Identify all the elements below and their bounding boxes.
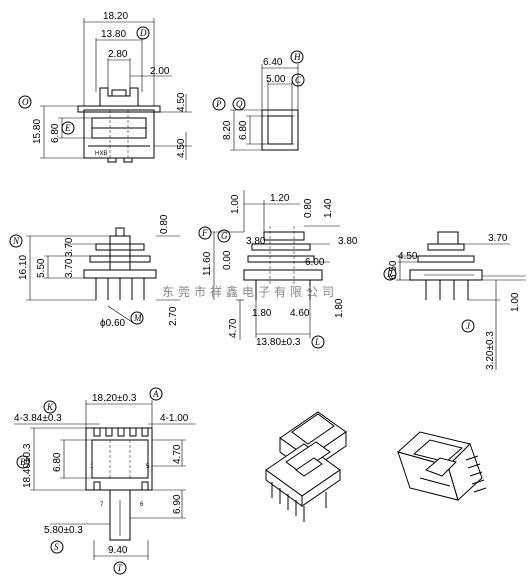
front-view: HXB 18.20 13.80 2.80 2.00 15.80 6.80 4.5… — [18, 11, 192, 163]
bottom-view: 1 5 7 6 18.20±0.3 4-3.84±0.3 4-1.00 18.4… — [14, 387, 196, 575]
dim-5-50: 5.50 — [36, 258, 47, 278]
dim-4-1-00: 4-1.00 — [160, 413, 189, 424]
dim-16-10: 16.10 — [18, 255, 29, 280]
callout-c: C — [295, 75, 302, 85]
dim-5-80-tol: 5.80±0.3 — [44, 525, 83, 536]
pin-number-7: 7 — [100, 502, 104, 508]
pin-number-5: 5 — [146, 464, 150, 470]
dim-6-40: 6.40 — [263, 57, 283, 68]
callout-r: R — [386, 269, 393, 279]
dim-1-00-right: 1.00 — [510, 292, 521, 312]
dim-0-00: 0.00 — [222, 250, 233, 270]
mid-left-view: 16.10 5.50 3.70 3.70 0.80 ϕ0.60 2.70 N M — [9, 214, 180, 329]
callout-s: S — [54, 542, 59, 552]
callout-g: G — [221, 231, 228, 241]
isometric-view-back — [396, 431, 487, 501]
dim-0-80-left: 0.80 — [159, 214, 170, 234]
side-view: 6.40 5.00 8.20 6.80 H C P Q — [212, 50, 305, 151]
dim-9-40: 9.40 — [108, 545, 128, 556]
dim-6-00: 6.00 — [305, 257, 325, 268]
callout-d: D — [139, 28, 147, 38]
callout-n: N — [12, 236, 20, 246]
dim-4-70-bottom: 4.70 — [172, 444, 183, 464]
dim-0-80-center: 0.80 — [303, 198, 314, 218]
dim-1-20: 1.20 — [270, 193, 290, 204]
dim-1-40: 1.40 — [323, 198, 334, 218]
dim-3-70-upper: 3.70 — [64, 237, 75, 257]
dim-2-70: 2.70 — [168, 306, 179, 326]
dim-3-20-tol: 3.20±0.3 — [485, 331, 496, 370]
dim-3-70-lower: 3.70 — [64, 258, 75, 278]
callout-p: P — [215, 99, 222, 109]
callout-q: Q — [236, 99, 243, 109]
dim-6-80-side: 6.80 — [238, 120, 249, 140]
dim-4-50-lower: 4.50 — [176, 138, 187, 158]
dim-18-20-tol: 18.20±0.3 — [92, 393, 137, 404]
dim-4-70-center: 4.70 — [228, 318, 239, 338]
dim-3-80-outer: 3.80 — [338, 236, 358, 247]
dim-phi-0-60: ϕ0.60 — [100, 318, 126, 329]
mid-right-view: 3.70 4.50 6.50 1.00 3.20±0.3 R J — [383, 231, 526, 370]
callout-t: T — [117, 563, 123, 573]
dim-4-50-right: 4.50 — [398, 251, 418, 262]
dim-3-70-right: 3.70 — [488, 233, 508, 244]
dim-5-00: 5.00 — [266, 74, 286, 85]
dim-15-80: 15.80 — [32, 119, 43, 144]
dim-1-80-left: 1.80 — [252, 308, 272, 319]
dim-11-60: 11.60 — [202, 251, 213, 276]
dim-6-90: 6.90 — [172, 494, 183, 514]
callout-j: J — [466, 321, 471, 331]
dim-1-80-right: 1.80 — [334, 298, 345, 318]
pin-number-1: 1 — [90, 464, 94, 470]
callout-a: A — [152, 389, 159, 399]
callout-h: H — [293, 52, 301, 62]
dim-1-00-center: 1.00 — [230, 194, 241, 214]
dim-2-00: 2.00 — [150, 66, 170, 77]
dim-18-20-top: 18.20 — [103, 11, 128, 22]
pin-number-6: 6 — [140, 502, 144, 508]
part-code-label: HXB — [95, 151, 107, 157]
dim-2-80: 2.80 — [108, 49, 128, 60]
dim-6-50: 6.50 — [388, 260, 399, 280]
dim-6-80-bottom: 6.80 — [52, 452, 63, 472]
dim-4-50-upper: 4.50 — [176, 92, 187, 112]
dim-4-3-84: 4-3.84±0.3 — [14, 413, 62, 424]
callout-k: K — [46, 402, 54, 412]
dim-3-80-inner: 3.80 — [246, 236, 266, 247]
dim-13-80: 13.80 — [101, 29, 126, 40]
dim-13-80-tol: 13.80±0.3 — [256, 337, 301, 348]
callout-f: F — [201, 228, 208, 238]
callout-e: E — [64, 123, 71, 133]
callout-l: L — [314, 337, 320, 347]
callout-o: O — [22, 97, 29, 107]
callout-m: M — [133, 313, 142, 323]
callout-b: B — [20, 457, 26, 467]
dim-6-80: 6.80 — [50, 123, 61, 143]
isometric-view-front — [265, 411, 347, 522]
dim-8-20: 8.20 — [222, 120, 233, 140]
watermark-text: 东莞市祥鑫电子有限公司 — [162, 284, 338, 299]
dim-4-60: 4.60 — [290, 308, 310, 319]
mid-center-view: 1.00 1.20 0.80 1.40 11.60 0.00 3.80 3.80… — [198, 190, 358, 349]
